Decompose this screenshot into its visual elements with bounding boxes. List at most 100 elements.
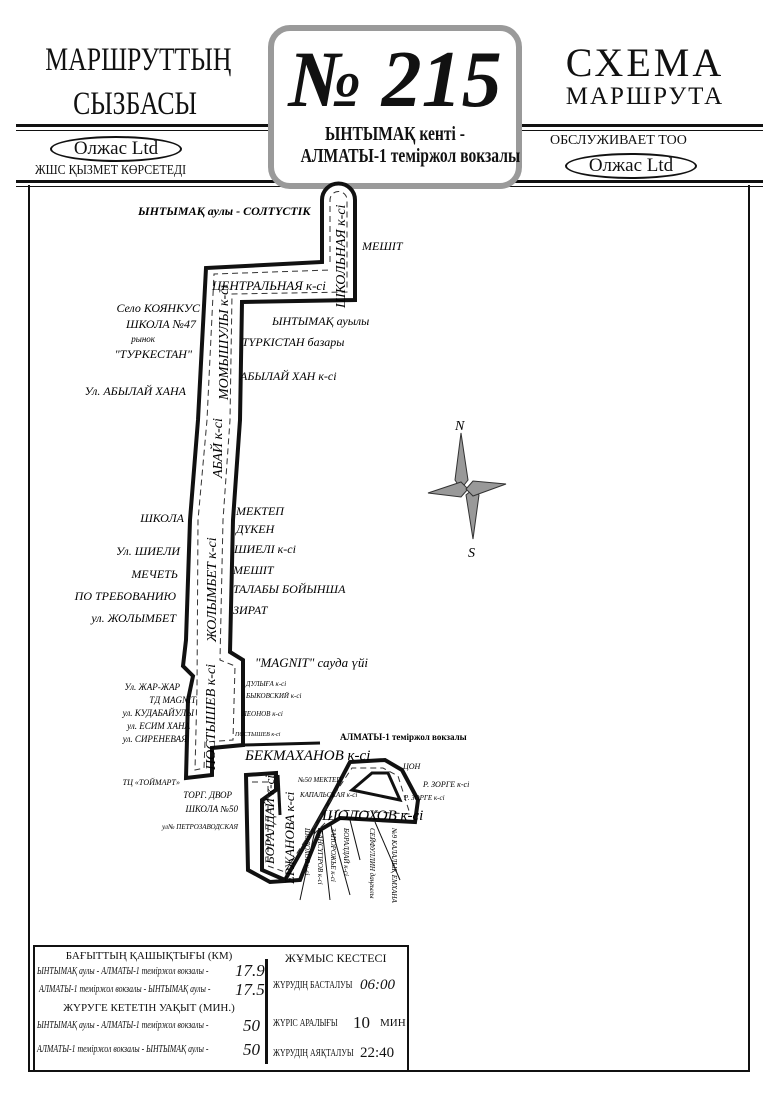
stop-label: МЕКТЕП: [235, 504, 285, 518]
start-value: 06:00: [360, 977, 395, 993]
boralday-line: [276, 774, 282, 816]
stop-label: МЕШІТ: [361, 239, 404, 253]
compass-north: N: [454, 419, 465, 434]
stop-label: №50 МЕКТЕП: [297, 776, 342, 784]
stop-label: ТҮРКІСТАН базары: [242, 335, 344, 349]
stop-label: ТД MAGNIT: [149, 695, 197, 705]
stop-label: рынок: [130, 334, 156, 344]
operator-right-oval: Олжас Ltd: [565, 153, 697, 179]
stops-south: ШОЛОХОВ к-сі ЖАНСҮГІРОВ к-сі ЗАПОРОЖЬЕ к…: [303, 827, 398, 903]
stop-label: ЖАНСҮГІРОВ к-сі: [316, 827, 324, 885]
stop-label: Ул. ШИЕЛИ: [116, 544, 181, 558]
terminus-south: АЛМАТЫ-1 теміржол вокзалы: [340, 732, 467, 742]
street-sholokhov: ШОЛОХОВ к-сі: [321, 808, 423, 824]
stop-label: ШИЕЛІ к-сі: [233, 542, 296, 556]
time-row-label: ЫНТЫМАҚ аулы - АЛМАТЫ-1 теміржол вокзалы…: [37, 1020, 209, 1031]
route-info-box: БАҒЫТТЫҢ ҚАШЫҚТЫҒЫ (КМ) ЫНТЫМАҚ аулы - А…: [33, 945, 409, 1072]
stop-label: СЕЙФУЛЛИН даңғылы: [368, 828, 376, 899]
street-zorge: Р. ЗОРГЕ к-сі: [403, 794, 445, 802]
route-name-line-1: ЫНТЫМАҚ кенті -: [325, 123, 465, 145]
info-divider: [265, 959, 268, 1064]
ru-title-line-2: МАРШРУТА: [565, 83, 725, 110]
street-postyshev: ПОСТЫШЕВ к-сі: [204, 664, 219, 771]
stop-label: МЕЧЕТЬ: [130, 567, 178, 581]
stop-label: МЕШІТ: [232, 563, 275, 577]
ru-title-line-1: СХЕМА: [565, 40, 725, 85]
distance-row-label: ЫНТЫМАҚ аулы - АЛМАТЫ-1 теміржол вокзалы…: [37, 966, 209, 977]
distance-row-label: АЛМАТЫ-1 теміржол вокзалы - ЫНТЫМАҚ аулы…: [39, 984, 211, 995]
stop-label: ЗАПОРОЖЬЕ к-сі: [329, 828, 337, 882]
street-abai: АБАЙ к-сі: [209, 418, 226, 479]
stop-label: ул. КУДАБАЙУЛЫ: [122, 708, 196, 718]
interval-label: ЖҮРІС АРАЛЫҒЫ: [273, 1018, 338, 1029]
distance-title: БАҒЫТТЫҢ ҚАШЫҚТЫҒЫ (КМ): [65, 950, 233, 962]
time-row-label: АЛМАТЫ-1 теміржол вокзалы - ЫНТЫМАҚ аулы…: [37, 1044, 209, 1055]
street-bekmakhanov: БЕКМАХАНОВ к-сі: [244, 748, 370, 764]
schedule-title: ЖҰМЫС КЕСТЕСІ: [285, 951, 387, 965]
stops-left: Село КОЯНКУС ШКОЛА №47 рынок "ТУРКЕСТАН"…: [74, 301, 239, 831]
ru-title: СХЕМА МАРШРУТА: [530, 42, 760, 110]
stops-right: МЕШІТ ЫНТЫМАҚ ауылы ТҮРКІСТАН базары АБЫ…: [232, 239, 469, 789]
stop-label: ТАЛАБЫ БОЙЫНША: [233, 581, 346, 596]
station-block: [348, 771, 403, 803]
kz-title-line-2: СЫЗБАСЫ: [73, 86, 197, 122]
route-number-box: № 215 ЫНТЫМАҚ кенті - АЛМАТЫ-1 теміржол …: [268, 25, 522, 189]
stop-label: ЦОН: [402, 762, 422, 771]
street-boralday: БОРАЛДАЙ к-сі: [262, 775, 277, 865]
distance-row-value: 17.5: [235, 980, 265, 999]
stop-label: ШОЛОХОВ к-сі: [303, 827, 311, 875]
stop-label: ЫНТЫМАҚ ауылы: [271, 314, 369, 328]
compass-south: S: [468, 546, 475, 561]
stop-label: ул. ЖОЛЫМБЕТ: [90, 611, 177, 625]
stop-label: ул№ ПЕТРОЗАВОДСКАЯ: [161, 823, 238, 831]
interval-unit: МИН: [380, 1017, 406, 1029]
route-centerline-north: [194, 191, 348, 771]
end-label: ЖҮРУДІҢ АЯҚТАЛУЫ: [273, 1048, 354, 1059]
terminus-north: ЫНТЫМАҚ аулы - СОЛТҮСТІК: [137, 204, 311, 218]
stop-label: ПОСТЫШЕВ к-сі: [234, 732, 281, 738]
time-title: ЖҮРУГЕ КЕТЕТІН УАҚЫТ (МИН.): [63, 1002, 235, 1014]
stop-label: Р. ЗОРГЕ к-сі: [422, 780, 469, 789]
stop-label: "MAGNIT" сауда үйі: [255, 655, 368, 670]
operator-left-oval: Олжас Ltd: [50, 136, 182, 162]
time-row-value: 50: [243, 1040, 260, 1059]
side-streets: [299, 819, 401, 901]
stop-label: №9 КАЛАЛЫҚ ЕМХАНА: [390, 827, 398, 903]
route-outline-north: [180, 181, 357, 781]
stop-label: "ТУРКЕСТАН": [115, 347, 193, 361]
street-zholymbet: ЖОЛЫМБЕТ к-сі: [205, 537, 220, 643]
stop-label: Ул. АБЫЛАЙ ХАНА: [85, 383, 187, 398]
bekmakhanov-line: [242, 741, 321, 747]
stop-label: ДҮКЕН: [235, 522, 276, 536]
stop-label: ПО ТРЕБОВАНИЮ: [74, 589, 177, 603]
stop-label: Ул. ЖАР-ЖАР: [124, 682, 180, 692]
street-shkolnaya: ШКОЛЬНАЯ к-сі: [334, 204, 349, 309]
street-momyshuly: МОМЫШУЛЫ к-сі: [217, 285, 232, 401]
stop-label: ТЦ «ТОЙМАРТ»: [123, 777, 180, 787]
start-label: ЖҮРУДІҢ БАСТАЛУЫ: [273, 980, 353, 991]
route-name-line-2: АЛМАТЫ-1 теміржол вокзалы: [300, 145, 521, 167]
stop-label: ул. ЕСИМ ХАНА: [126, 721, 190, 731]
stop-label: ЛЕОНОВ к-сі: [241, 710, 283, 718]
route-number: № 215: [288, 36, 502, 124]
stop-label: БОРАЛДАЙ к-сі: [342, 827, 350, 876]
street-yerzhanova: ЕРЖАНОВА к-сі: [282, 791, 297, 885]
stop-label: ШКОЛА №47: [125, 317, 197, 331]
stop-label: ШКОЛА №50: [184, 804, 238, 814]
end-value: 22:40: [360, 1045, 395, 1061]
stop-label: ЗИРАТ: [233, 603, 269, 617]
interval-value: 10: [353, 1013, 370, 1032]
compass-rose-icon: [427, 432, 507, 540]
kz-title-line-1: МАРШРУТТЫҢ: [45, 42, 232, 78]
operator-right-caption: ОБСЛУЖИВАЕТ ТОО: [550, 133, 687, 148]
header-rule-right: [515, 124, 763, 131]
street-kapalskaya: КАПАЛЬСКАЯ к-сі: [299, 791, 357, 799]
stop-label: ДУЛЫҒА к-сі: [245, 680, 286, 688]
operator-left-caption: ЖШС ҚЫЗМЕТ КӨРСЕТЕДІ: [35, 163, 187, 178]
time-row-value: 50: [243, 1016, 260, 1035]
street-centralnaya: ЦЕНТРАЛЬНАЯ к-сі: [211, 278, 326, 293]
stop-label: ул. СИРЕНЕВАЯ: [122, 734, 188, 744]
stop-label: БЫКОВСКИЙ к-сі: [245, 692, 301, 700]
stop-label: АБЫЛАЙ ХАН к-сі: [239, 368, 337, 383]
